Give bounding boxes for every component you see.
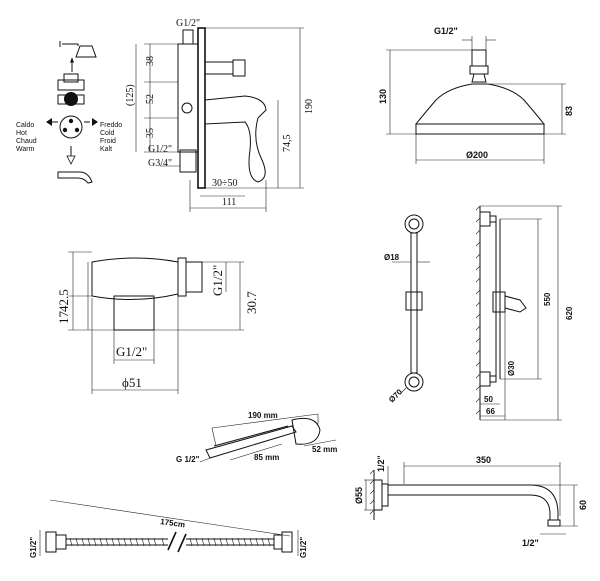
arm-d60: 60 xyxy=(578,500,588,510)
arm-d350: 350 xyxy=(476,455,491,465)
valve-d3050: 30÷50 xyxy=(212,178,238,189)
hot-label-en: Hot xyxy=(16,130,27,137)
rail-d550: 550 xyxy=(543,292,552,306)
head-d130: 130 xyxy=(378,89,388,104)
rail-d620: 620 xyxy=(565,306,574,320)
rail-d50: 50 xyxy=(484,395,493,404)
arm-d55: Ø55 xyxy=(354,487,364,504)
valve-g-top: G1/2" xyxy=(176,18,200,29)
cold-label-fr: Froid xyxy=(100,138,116,145)
hand-d52: 52 mm xyxy=(312,445,337,454)
valve-d35: 35 xyxy=(145,128,156,138)
valve-d52: 52 xyxy=(145,94,156,104)
valve-d190: 190 xyxy=(304,99,315,114)
shower-arm-drawing xyxy=(364,462,578,535)
concealed-valve-drawing xyxy=(135,27,304,212)
outlet-g-side: G1/2" xyxy=(210,265,225,296)
hose-length: 175cm xyxy=(160,517,186,529)
outlet-d425: 42.5 xyxy=(56,289,71,312)
head-d83: 83 xyxy=(564,106,574,116)
slide-rail-side-drawing xyxy=(475,205,562,421)
hand-g: G 1/2" xyxy=(176,455,200,464)
hose-g-left: G1/2" xyxy=(29,537,38,558)
cold-label-it: Freddo xyxy=(100,122,122,129)
arm-g-bottom: 1/2" xyxy=(522,538,539,548)
hand-d190: 190 mm xyxy=(248,411,278,420)
valve-g-bot: G3/4" xyxy=(148,158,172,169)
rail-d66: 66 xyxy=(486,407,495,416)
outlet-d307: 30.7 xyxy=(244,291,259,314)
valve-d38: 38 xyxy=(145,56,156,66)
valve-g-mid: G1/2" xyxy=(148,144,172,155)
head-d200: Ø200 xyxy=(466,150,488,160)
rail-d18: Ø18 xyxy=(384,253,400,262)
hand-d85: 85 mm xyxy=(254,453,279,462)
valve-d125: (125) xyxy=(125,84,136,106)
outlet-d51: ϕ51 xyxy=(122,375,142,390)
wall-outlet-drawing xyxy=(68,251,244,394)
cold-label-en: Cold xyxy=(100,130,115,137)
hot-label-de: Warm xyxy=(16,146,35,153)
slide-rail-front-drawing xyxy=(392,214,430,395)
valve-d111: 111 xyxy=(222,197,236,208)
hot-label-it: Caldo xyxy=(16,122,34,129)
arm-g-left: 1/2" xyxy=(376,455,386,472)
hose-g-right: G1/2" xyxy=(299,537,308,558)
flexible-hose-drawing xyxy=(39,499,299,556)
mixer-diverter-icon xyxy=(46,41,98,184)
valve-d745: 74,5 xyxy=(282,135,293,153)
outlet-g-bottom: G1/2" xyxy=(116,344,147,359)
rail-d70: Ø70 xyxy=(387,387,404,404)
cold-label-de: Kalt xyxy=(100,146,112,153)
hot-label-fr: Chaud xyxy=(16,138,37,145)
outlet-d17: 17 xyxy=(56,311,71,325)
shower-head-drawing xyxy=(386,36,566,164)
rail-d30: Ø30 xyxy=(507,360,516,376)
hand-shower-drawing xyxy=(199,413,337,463)
head-g: G1/2" xyxy=(434,26,458,36)
